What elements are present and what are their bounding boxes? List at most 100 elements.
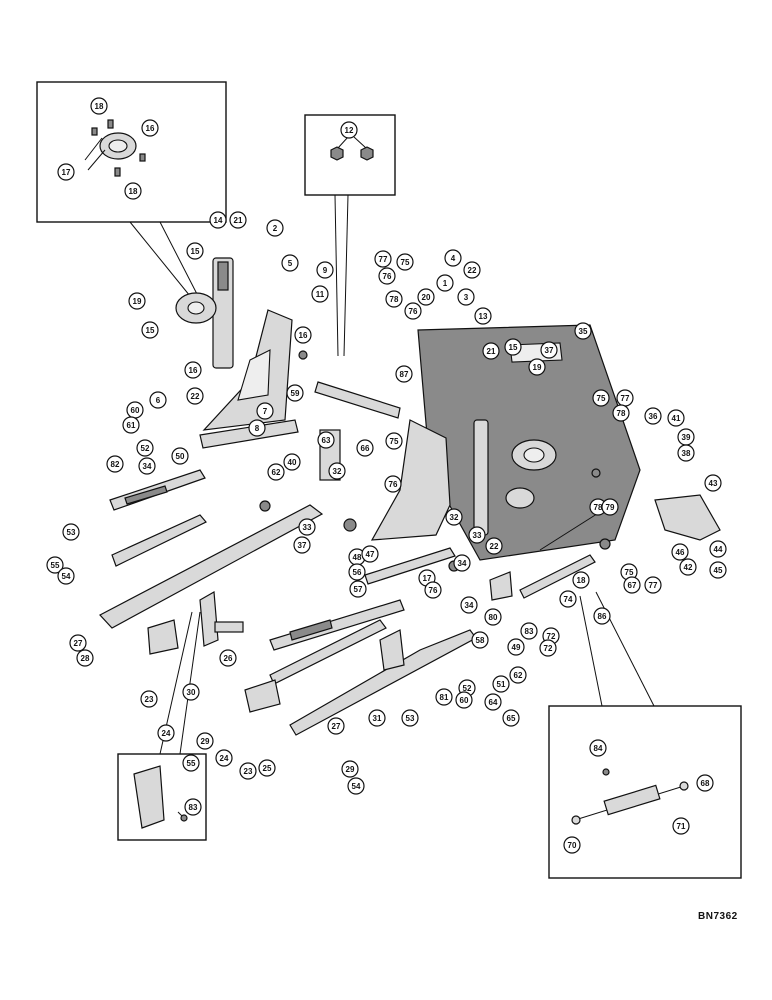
callout-label: 34 — [465, 601, 474, 610]
callout-29: 29 — [341, 760, 359, 778]
cylinder-inset-art — [571, 768, 689, 825]
callout-circle — [361, 545, 379, 563]
callout-label: 45 — [714, 566, 723, 575]
callout-49: 49 — [507, 638, 525, 656]
callout-74: 74 — [559, 590, 577, 608]
callout-label: 52 — [463, 684, 472, 693]
callout-circle — [671, 543, 689, 561]
callout-circle — [124, 182, 142, 200]
callout-label: 9 — [323, 266, 328, 275]
inset-box-hub-detail — [36, 81, 227, 223]
callout-75: 75 — [396, 253, 414, 271]
callout-78: 78 — [589, 498, 607, 516]
callout-circle — [106, 455, 124, 473]
callout-16: 16 — [141, 119, 159, 137]
callout-circle — [258, 759, 276, 777]
callout-label: 12 — [345, 126, 354, 135]
callout-22: 22 — [485, 537, 503, 555]
callout-label: 66 — [361, 444, 370, 453]
callout-75: 75 — [385, 432, 403, 450]
callout-circle — [468, 526, 486, 544]
callout-25: 25 — [258, 759, 276, 777]
callout-label: 18 — [129, 187, 138, 196]
callout-circle — [528, 358, 546, 376]
callout-24: 24 — [157, 724, 175, 742]
callout-circle — [215, 749, 233, 767]
callout-circle — [341, 760, 359, 778]
callout-24: 24 — [215, 749, 233, 767]
nuts-inset-art — [330, 136, 374, 161]
callout-76: 76 — [384, 475, 402, 493]
callout-circle — [239, 762, 257, 780]
callout-label: 58 — [476, 636, 485, 645]
callout-circle — [460, 596, 478, 614]
callout-circle — [453, 554, 471, 572]
callout-label: 7 — [263, 407, 268, 416]
callout-circle — [184, 798, 202, 816]
callout-37: 37 — [293, 536, 311, 554]
callout-circle — [593, 607, 611, 625]
callout-label: 47 — [366, 550, 375, 559]
callout-circle — [589, 739, 607, 757]
callout-label: 53 — [67, 528, 76, 537]
callout-circle — [385, 290, 403, 308]
callout-68: 68 — [696, 774, 714, 792]
callout-27: 27 — [69, 634, 87, 652]
callout-label: 79 — [606, 503, 615, 512]
callout-circle — [76, 649, 94, 667]
callout-label: 20 — [422, 293, 431, 302]
callout-65: 65 — [502, 709, 520, 727]
callout-34: 34 — [138, 457, 156, 475]
callout-label: 56 — [353, 568, 362, 577]
callout-label: 24 — [162, 729, 171, 738]
callout-label: 21 — [487, 347, 496, 356]
callout-circle — [672, 817, 690, 835]
callout-20: 20 — [417, 288, 435, 306]
callout-label: 37 — [545, 346, 554, 355]
callout-12: 12 — [340, 121, 358, 139]
callout-label: 55 — [51, 561, 60, 570]
callout-label: 83 — [525, 627, 534, 636]
callout-38: 38 — [677, 444, 695, 462]
callout-label: 17 — [62, 168, 71, 177]
callout-circle — [182, 683, 200, 701]
callout-79: 79 — [601, 498, 619, 516]
callout-label: 27 — [74, 639, 83, 648]
callout-31: 31 — [368, 709, 386, 727]
callout-label: 87 — [400, 370, 409, 379]
callout-label: 84 — [594, 744, 603, 753]
callout-label: 23 — [244, 767, 253, 776]
callout-circle — [182, 754, 200, 772]
callout-circle — [502, 709, 520, 727]
callout-label: 16 — [146, 124, 155, 133]
callout-circle — [57, 567, 75, 585]
callout-circle — [404, 302, 422, 320]
callout-label: 68 — [701, 779, 710, 788]
callout-label: 8 — [255, 424, 260, 433]
callout-circle — [574, 322, 592, 340]
inset-box-cylinder-detail — [548, 705, 742, 879]
callout-77: 77 — [374, 250, 392, 268]
callout-label: 61 — [127, 421, 136, 430]
callout-label: 64 — [489, 698, 498, 707]
callout-circle — [485, 537, 503, 555]
callout-circle — [436, 274, 454, 292]
callout-label: 78 — [594, 503, 603, 512]
callout-label: 32 — [450, 513, 459, 522]
callout-circle — [219, 649, 237, 667]
callout-circle — [157, 724, 175, 742]
callout-circle — [347, 777, 365, 795]
callout-21: 21 — [229, 211, 247, 229]
callout-14: 14 — [209, 211, 227, 229]
callout-circle — [90, 97, 108, 115]
callout-label: 19 — [533, 363, 542, 372]
callout-circle — [138, 457, 156, 475]
callout-53: 53 — [62, 523, 80, 541]
inset-box-bracket-detail — [117, 753, 207, 841]
callout-label: 1 — [443, 279, 448, 288]
callout-label: 82 — [111, 460, 120, 469]
callout-label: 25 — [263, 764, 272, 773]
callout-19: 19 — [128, 292, 146, 310]
callout-label: 43 — [709, 479, 718, 488]
callout-label: 37 — [298, 541, 307, 550]
